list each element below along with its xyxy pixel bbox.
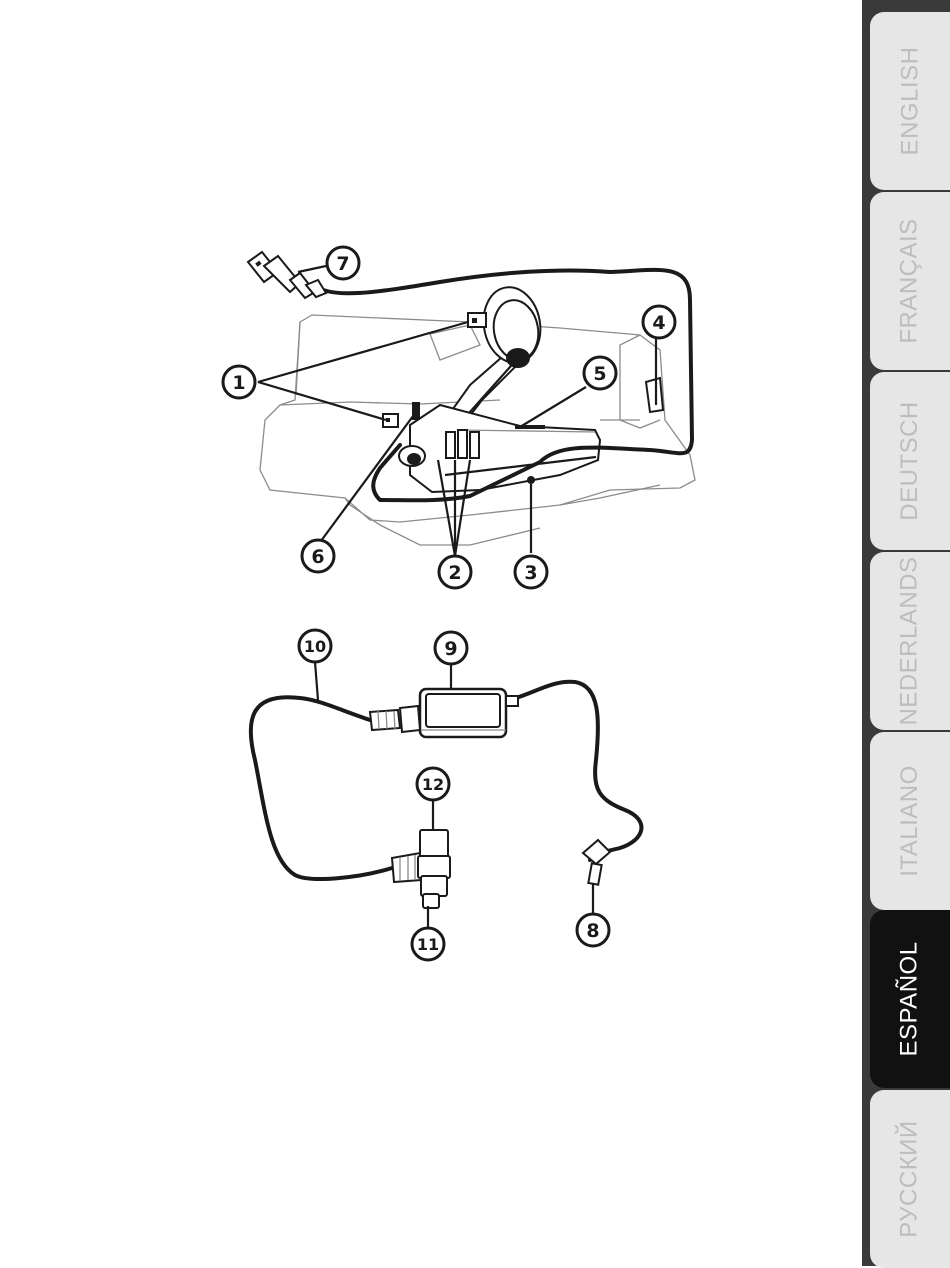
- tab-nederlands[interactable]: NEDERLANDS: [870, 552, 950, 730]
- tab-russian-label: РУССКИЙ: [896, 1120, 924, 1237]
- callout-10: 10: [299, 630, 331, 662]
- svg-text:11: 11: [417, 935, 439, 954]
- svg-text:6: 6: [311, 546, 324, 568]
- callout-4: 4: [643, 306, 675, 338]
- tab-francais-label: FRANÇAIS: [896, 218, 924, 343]
- language-tabs: ENGLISH FRANÇAIS DEUTSCH NEDERLANDS ITAL…: [862, 0, 950, 1266]
- svg-text:4: 4: [652, 312, 665, 334]
- callout-12: 12: [417, 768, 449, 800]
- svg-text:10: 10: [304, 637, 326, 656]
- tab-russian[interactable]: РУССКИЙ: [870, 1090, 950, 1268]
- callout-5: 5: [584, 357, 616, 389]
- callout-7: 7: [327, 247, 359, 279]
- tab-nederlands-label: NEDERLANDS: [896, 556, 924, 725]
- svg-text:9: 9: [444, 638, 457, 660]
- callout-8: 8: [577, 914, 609, 946]
- tab-espanol[interactable]: ESPAÑOL: [870, 910, 950, 1088]
- tab-deutsch-label: DEUTSCH: [896, 401, 924, 521]
- tab-italiano[interactable]: ITALIANO: [870, 732, 950, 910]
- svg-text:12: 12: [422, 775, 444, 794]
- svg-text:3: 3: [524, 562, 537, 584]
- tab-english-label: ENGLISH: [896, 47, 924, 156]
- tab-english[interactable]: ENGLISH: [870, 12, 950, 190]
- callout-6: 6: [302, 540, 334, 572]
- svg-text:8: 8: [586, 920, 599, 942]
- callout-1: 1: [223, 366, 255, 398]
- callout-2: 2: [439, 556, 471, 588]
- callout-11: 11: [412, 928, 444, 960]
- svg-text:1: 1: [232, 372, 245, 394]
- tab-deutsch[interactable]: DEUTSCH: [870, 372, 950, 550]
- callout-3: 3: [515, 556, 547, 588]
- svg-text:7: 7: [336, 253, 349, 275]
- tab-francais[interactable]: FRANÇAIS: [870, 192, 950, 370]
- tab-espanol-label: ESPAÑOL: [896, 941, 924, 1056]
- tab-italiano-label: ITALIANO: [896, 765, 924, 877]
- svg-text:5: 5: [593, 363, 606, 385]
- callout-9: 9: [435, 632, 467, 664]
- svg-text:2: 2: [448, 562, 461, 584]
